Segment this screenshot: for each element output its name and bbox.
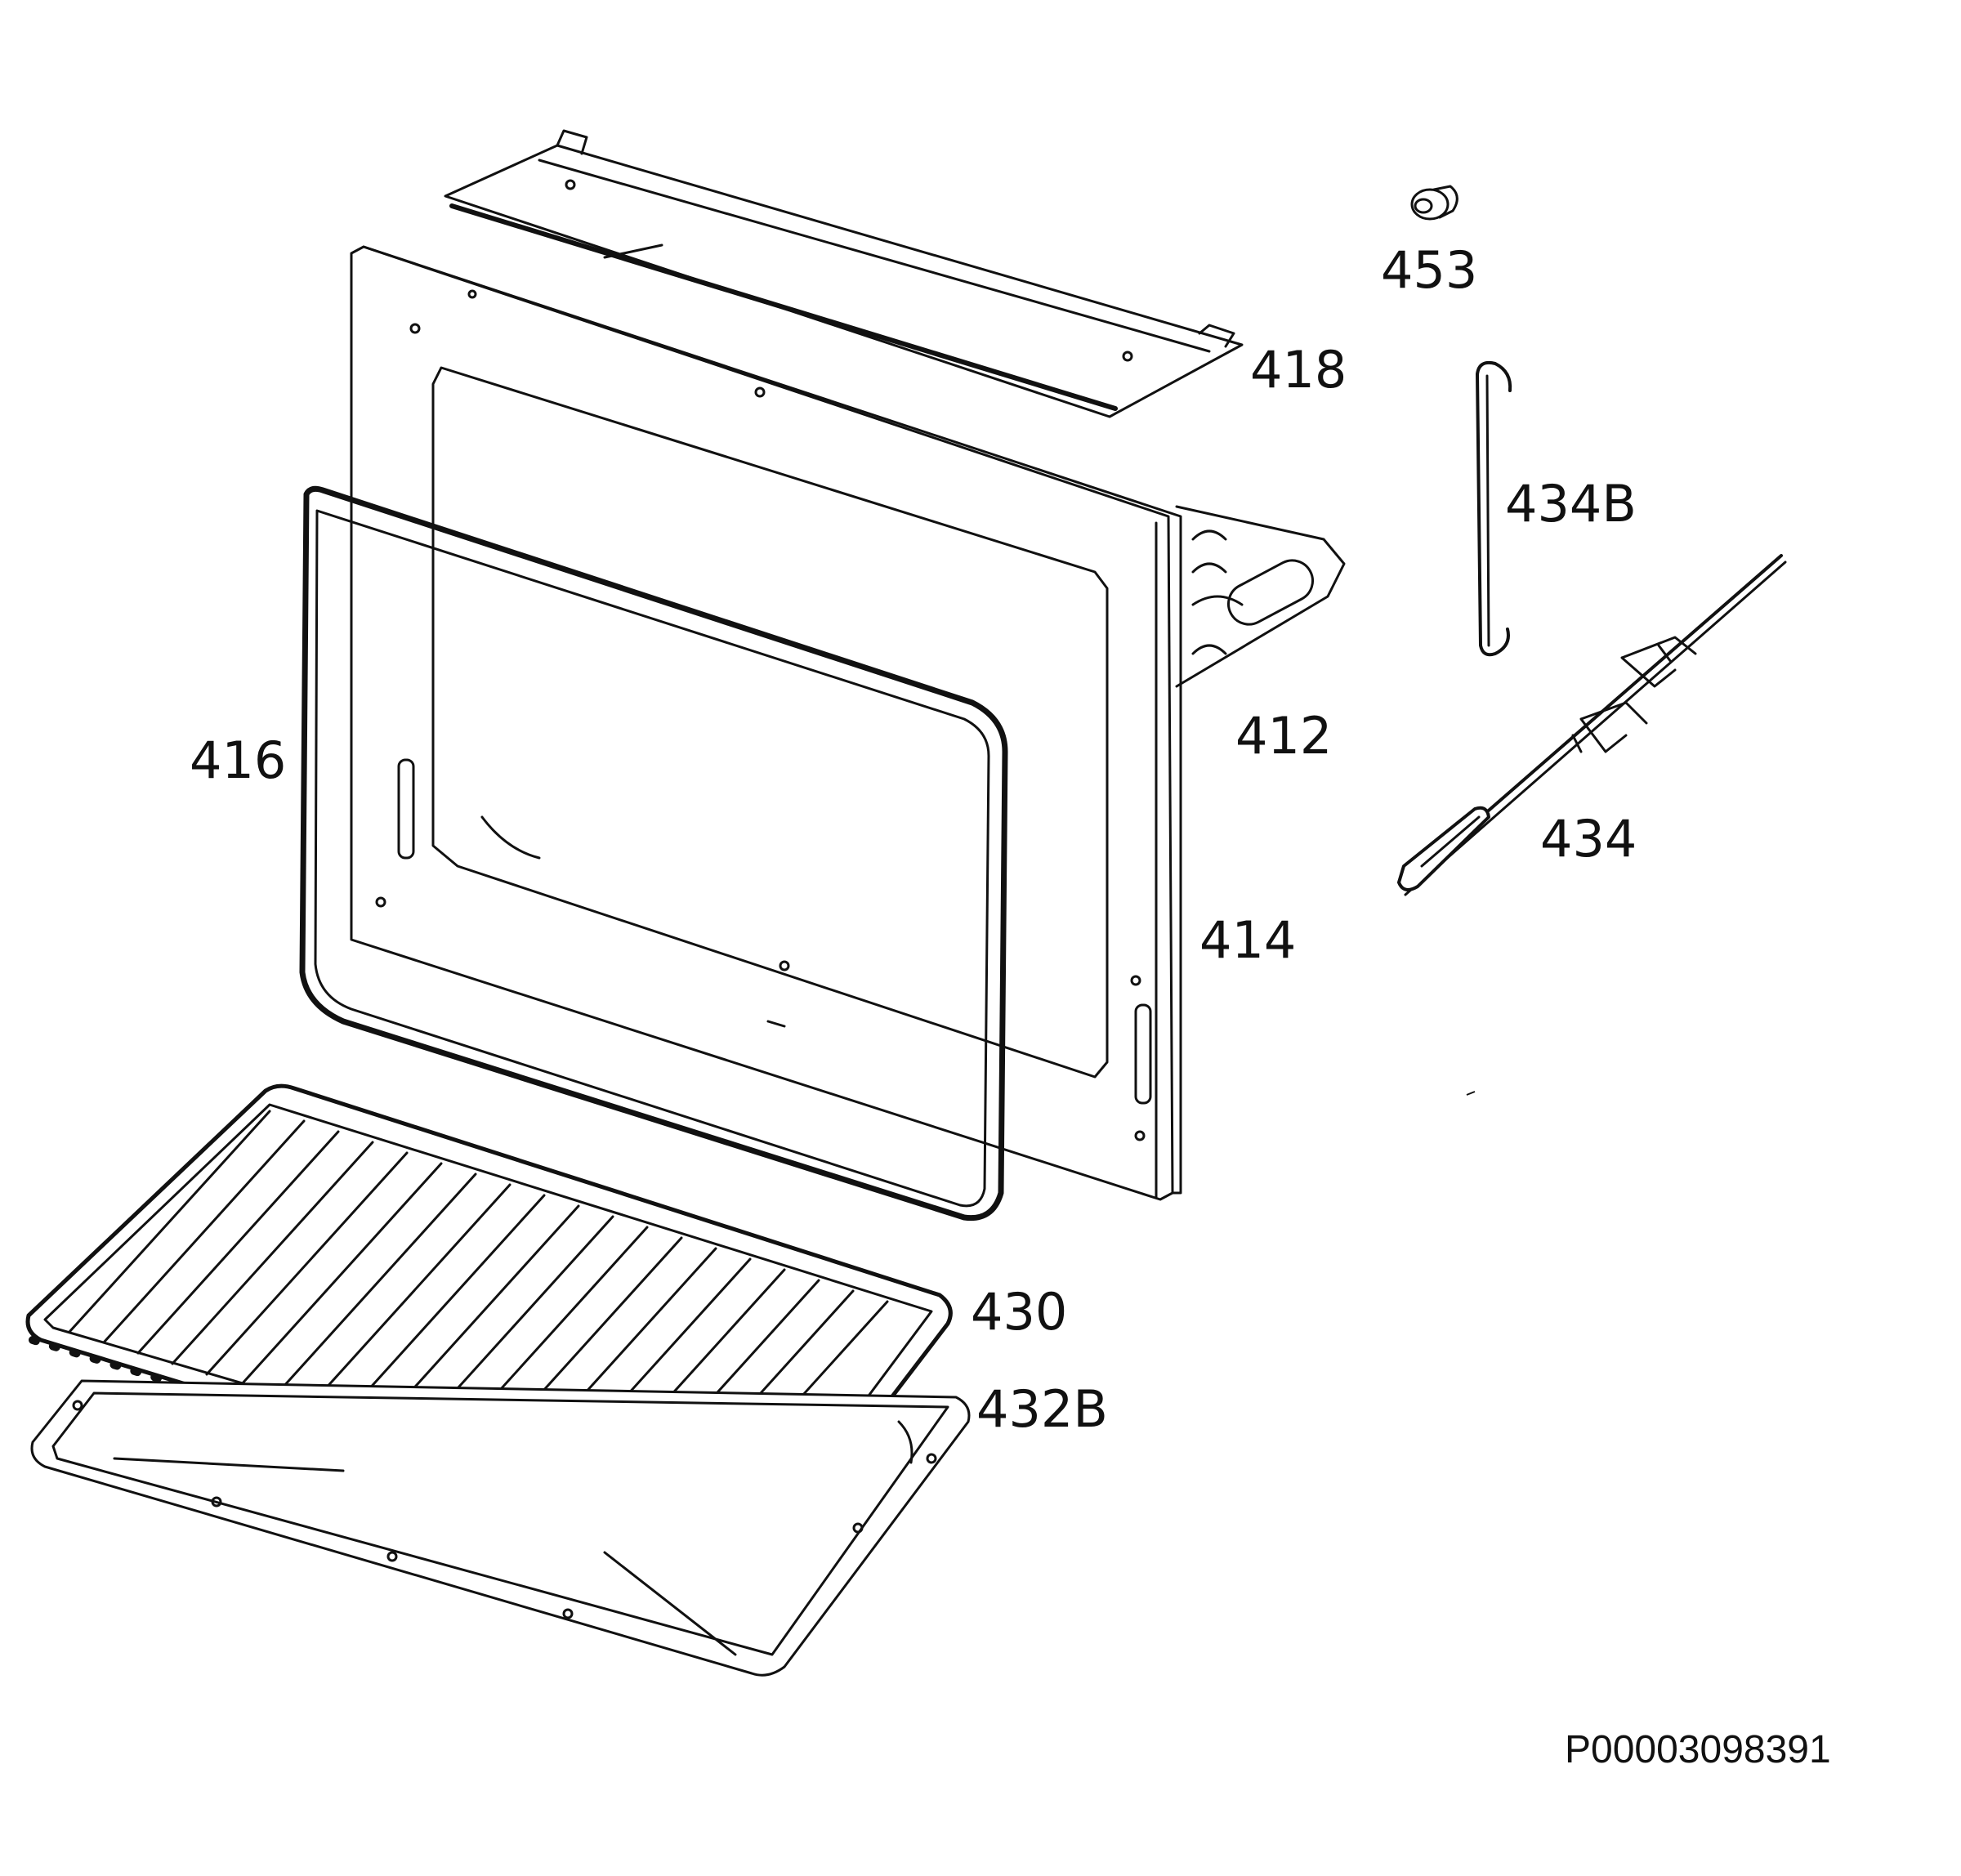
label-418: 418 [1250, 340, 1347, 400]
label-414: 414 [1199, 910, 1297, 970]
document-id: P00003098391 [1565, 1728, 1831, 1771]
part-416-gasket [299, 485, 1008, 1222]
part-414-front-frame [350, 245, 1182, 1201]
label-453: 453 [1381, 240, 1478, 300]
part-434b-hook [1476, 360, 1512, 657]
label-412: 412 [1235, 706, 1333, 766]
part-453-cap [1410, 185, 1458, 221]
part-434-spit [1397, 554, 1787, 896]
label-430: 430 [971, 1282, 1068, 1342]
part-418-top-shield [444, 129, 1244, 418]
label-434: 434 [1540, 809, 1637, 869]
label-432b: 432B [976, 1379, 1108, 1439]
label-416: 416 [190, 730, 287, 790]
part-432b-tray [30, 1379, 971, 1677]
label-434b: 434B [1505, 474, 1637, 534]
